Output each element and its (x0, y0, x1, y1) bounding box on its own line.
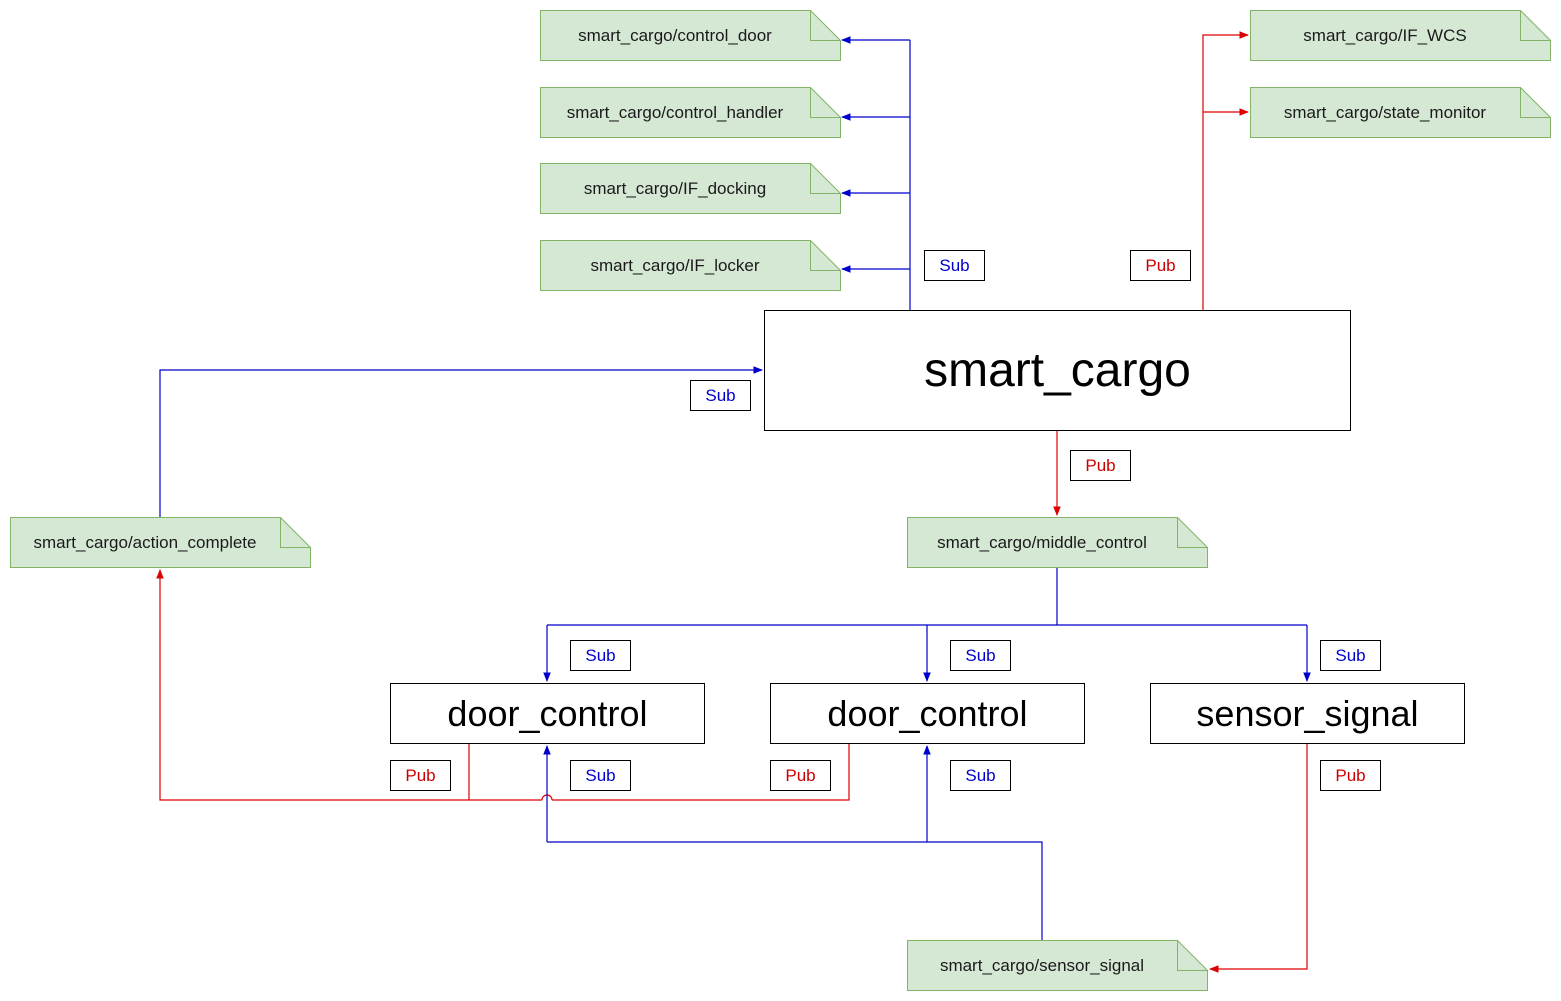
pub-tag-cargo-top: Pub (1130, 250, 1191, 281)
door-control-node-left[interactable]: door_control (390, 683, 705, 744)
pub-tag-door-left: Pub (390, 760, 451, 791)
sensor-signal-node[interactable]: sensor_signal (1150, 683, 1465, 744)
note-shape (540, 87, 841, 138)
note-shape (907, 940, 1208, 991)
note-shape (1250, 10, 1551, 61)
note-shape (907, 517, 1208, 568)
sub-tag-door-right-top: Sub (950, 640, 1011, 671)
note-shape (540, 163, 841, 214)
action-complete-to-cargo-connector (159, 366, 763, 517)
middle-control-fanout-connector (543, 568, 1311, 682)
cargo-publications-top (1202, 31, 1249, 310)
topic-label: smart_cargo/IF_WCS (1303, 25, 1467, 45)
topic-label: smart_cargo/control_door (578, 25, 772, 45)
topic-label: smart_cargo/state_monitor (1283, 102, 1487, 122)
topic-state-monitor[interactable]: smart_cargo/state_monitor (1250, 87, 1551, 138)
pub-tag-door-right: Pub (770, 760, 831, 791)
topic-if-locker[interactable]: smart_cargo/IF_locker (540, 240, 841, 291)
sensor-node-to-sensor-topic-connector (1209, 744, 1308, 973)
sensor-signal-to-door-control-connector (543, 745, 1043, 940)
sub-tag-door-right-bottom: Sub (950, 760, 1011, 791)
topic-label: smart_cargo/action_complete (33, 532, 257, 552)
topic-if-wcs[interactable]: smart_cargo/IF_WCS (1250, 10, 1551, 61)
note-shape (540, 10, 841, 61)
topic-label: smart_cargo/control_handler (566, 102, 784, 122)
cargo-subscriptions-top (841, 36, 911, 310)
sub-tag-door-left-top: Sub (570, 640, 631, 671)
pub-tag-sensor: Pub (1320, 760, 1381, 791)
topic-label: smart_cargo/IF_locker (590, 255, 760, 275)
topic-middle-control[interactable]: smart_cargo/middle_control (907, 517, 1208, 568)
topic-label: smart_cargo/sensor_signal (939, 955, 1145, 975)
note-shape (540, 240, 841, 291)
sub-tag-cargo-top: Sub (924, 250, 985, 281)
topic-control-handler[interactable]: smart_cargo/control_handler (540, 87, 841, 138)
note-shape (1250, 87, 1551, 138)
door-control-node-right[interactable]: door_control (770, 683, 1085, 744)
note-shape (10, 517, 311, 568)
topic-control-door[interactable]: smart_cargo/control_door (540, 10, 841, 61)
topic-sensor-signal[interactable]: smart_cargo/sensor_signal (907, 940, 1208, 991)
sub-tag-door-left-bottom: Sub (570, 760, 631, 791)
sub-tag-cargo-left: Sub (690, 380, 751, 411)
smart-cargo-node[interactable]: smart_cargo (764, 310, 1351, 431)
door-control-to-action-complete-connector (156, 569, 850, 801)
topic-if-docking[interactable]: smart_cargo/IF_docking (540, 163, 841, 214)
topic-label: smart_cargo/IF_docking (583, 178, 767, 198)
topic-action-complete[interactable]: smart_cargo/action_complete (10, 517, 311, 568)
pub-tag-cargo-bottom: Pub (1070, 450, 1131, 481)
sub-tag-sensor-top: Sub (1320, 640, 1381, 671)
topic-label: smart_cargo/middle_control (937, 532, 1147, 552)
